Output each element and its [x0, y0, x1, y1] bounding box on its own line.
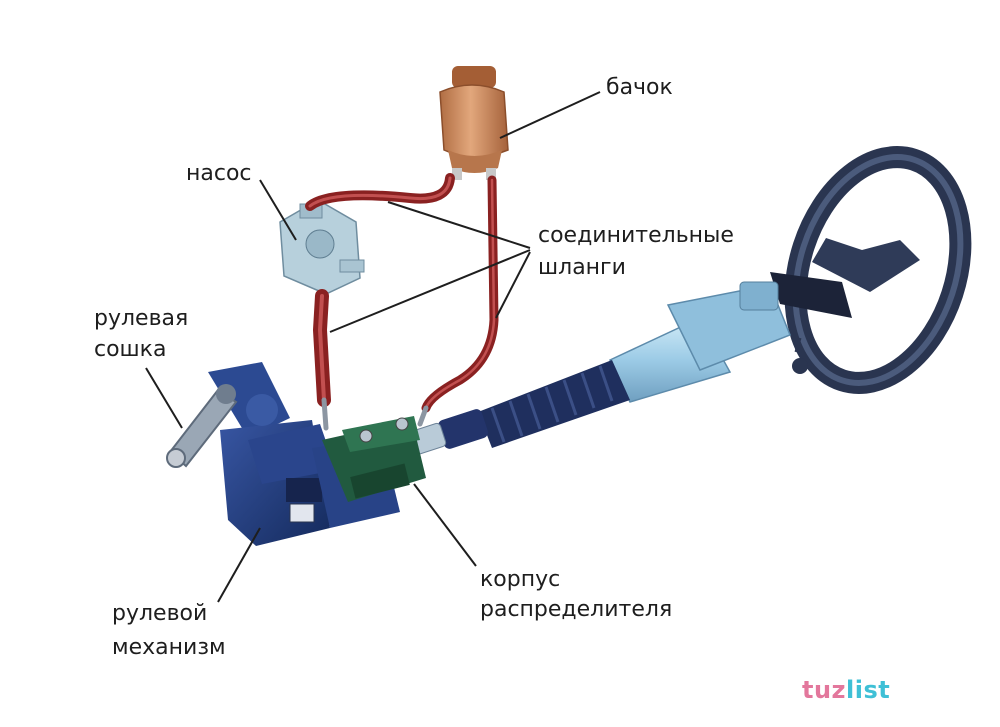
pump [279, 199, 365, 295]
label-hoses-line1: соединительные [538, 223, 734, 248]
label-valve-line2: распределителя [480, 597, 673, 622]
label-valve-line1: корпус [480, 567, 561, 592]
watermark-part2: list [846, 676, 891, 704]
leader-lines [145, 91, 601, 603]
watermark-part1: tuz [802, 676, 847, 704]
column-boot [401, 360, 630, 458]
watermark-logo: tuzlist [802, 676, 890, 704]
valve-body [322, 416, 426, 502]
label-pump: насос [186, 161, 252, 186]
label-pitman-line2: сошка [94, 337, 167, 362]
label-gear-line1: рулевой [112, 601, 208, 626]
connecting-hoses [305, 173, 499, 431]
steering-column [608, 281, 808, 403]
label-reservoir: бачок [606, 75, 673, 100]
reservoir [439, 66, 509, 180]
label-hoses-line2: шланги [538, 255, 626, 280]
label-gear-line2: механизм [112, 635, 226, 660]
steering-wheel [770, 146, 972, 394]
pitman-arm [166, 384, 238, 468]
label-pitman-line1: рулевая [94, 306, 189, 331]
